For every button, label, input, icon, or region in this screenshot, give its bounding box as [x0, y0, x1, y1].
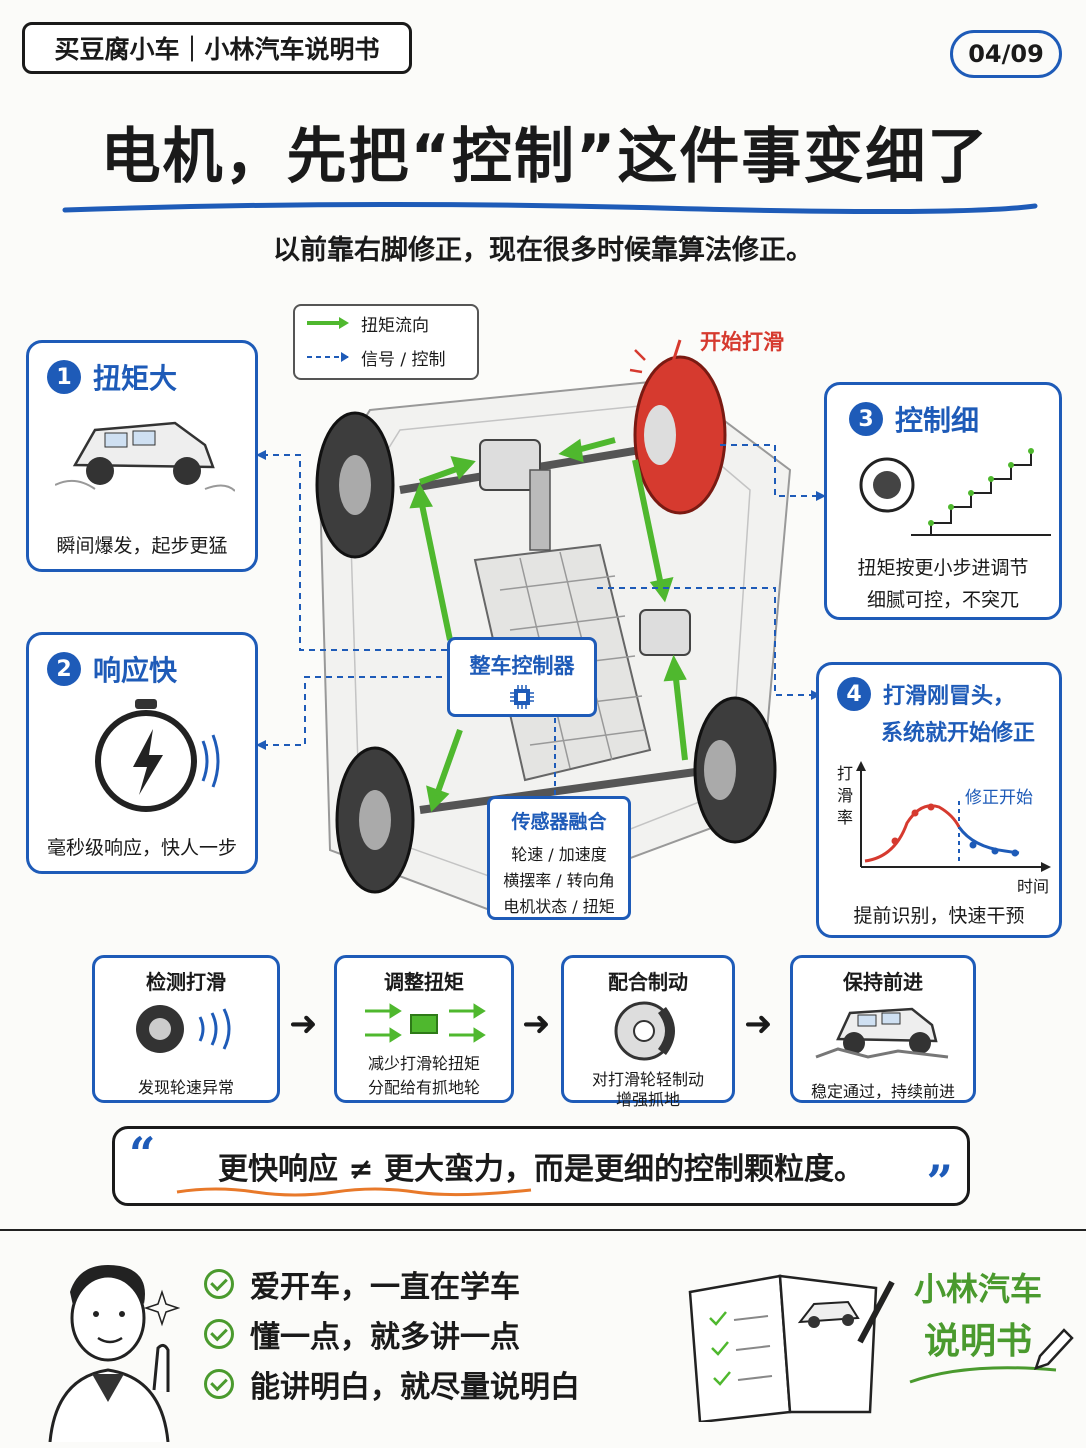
wheel-front-left	[315, 411, 395, 559]
step-title: 检测打滑	[146, 970, 226, 994]
step-caption: 增强抓地	[615, 1090, 680, 1109]
card-torque: 1 扭矩大 瞬间爆发，起步更猛	[26, 340, 258, 572]
quote-open-icon: “	[129, 1127, 156, 1181]
signature-line2: 说明书	[924, 1321, 1033, 1362]
check-circle-icon	[204, 1369, 234, 1399]
bullet-item: 懂一点，就多讲一点	[204, 1312, 520, 1356]
divider	[0, 1229, 1086, 1231]
card-caption: 瞬间爆发，起步更猛	[56, 535, 228, 557]
legend: 扭矩流向 信号 / 控制	[293, 304, 479, 380]
card-title-line2: 系统就开始修正	[881, 721, 1036, 746]
slip-chart-marker-label: 修正开始	[965, 788, 1033, 808]
torque-arrows	[409, 437, 688, 813]
quote-close-icon: ”	[926, 1155, 953, 1209]
vehicle-controller: 整车控制器	[447, 637, 597, 717]
stepped-control-icon	[859, 448, 1051, 536]
step-title: 配合制动	[608, 970, 688, 994]
step-brake-assist: 配合制动 对打滑轮轻制动 增强抓地	[561, 955, 735, 1109]
slip-chart-ylabel: 打 滑 率	[836, 764, 853, 827]
card-caption: 提前识别，快速干预	[853, 905, 1025, 927]
slip-rate-chart	[856, 761, 1051, 872]
bullet-text: 爱开车，一直在学车	[250, 1270, 520, 1305]
legend-signal-label: 信号 / 控制	[361, 349, 446, 370]
slip-chart-xlabel: 时间	[1017, 877, 1050, 896]
bullet-text: 能讲明白，就尽量说明白	[250, 1370, 580, 1405]
arrow-right-icon: ➜	[522, 1004, 551, 1044]
tire-sensor-icon	[136, 1005, 231, 1053]
signal-connectors	[256, 444, 826, 750]
legend-torque-label: 扭矩流向	[361, 315, 429, 336]
sensor-line: 电机状态 / 扭矩	[503, 897, 615, 916]
suv-launch-icon	[54, 421, 236, 492]
controller-label: 整车控制器	[469, 654, 575, 678]
title-underline	[62, 201, 1038, 215]
bullet-text: 懂一点，就多讲一点	[250, 1320, 520, 1355]
card-caption: 细腻可控，不突兀	[866, 589, 1019, 611]
author-avatar	[48, 1265, 180, 1442]
card-number: 4	[837, 677, 871, 711]
page-title: 电机，先把“控制”这件事变细了	[100, 122, 990, 192]
front-motor	[479, 439, 541, 491]
page-subtitle: 以前靠右脚修正，现在很多时候靠算法修正。	[273, 235, 813, 266]
step-caption: 对打滑轮轻制动	[591, 1070, 704, 1089]
step-caption: 稳定通过，持续前进	[810, 1082, 955, 1101]
bullet-item: 爱开车，一直在学车	[204, 1262, 520, 1306]
card-title: 扭矩大	[93, 362, 178, 395]
notebook-icon	[688, 1274, 895, 1422]
brand-tag: 买豆腐小车｜小林汽车说明书	[22, 22, 412, 74]
sensor-line: 轮速 / 加速度	[511, 845, 607, 864]
step-title: 调整扭矩	[384, 970, 464, 994]
bullet-item: 能讲明白，就尽量说明白	[204, 1362, 580, 1406]
sensor-line: 横摆率 / 转向角	[503, 871, 615, 890]
arrow-right-icon: ➜	[289, 1004, 318, 1044]
wheel-rear-right	[693, 696, 777, 844]
chip-icon	[510, 685, 534, 709]
rear-motor	[639, 609, 691, 656]
card-slip-correction: 4 打滑刚冒头， 系统就开始修正 打 滑 率 修正开始 时间 提前识别，快速干预	[816, 662, 1062, 938]
stopwatch-icon	[95, 699, 220, 812]
sensor-fusion-box: 传感器融合 轮速 / 加速度 横摆率 / 转向角 电机状态 / 扭矩	[487, 796, 631, 920]
rear-axle	[419, 766, 711, 814]
card-caption: 毫秒级响应，快人一步	[46, 837, 237, 859]
card-title: 控制细	[895, 404, 980, 437]
slip-label: 开始打滑	[700, 330, 784, 354]
step-keep-moving: 保持前进 稳定通过，持续前进	[790, 955, 976, 1103]
slip-spark-icon	[629, 339, 689, 401]
step-detect-slip: 检测打滑 发现轮速异常	[92, 955, 280, 1103]
check-circle-icon	[204, 1269, 234, 1299]
card-title: 打滑刚冒头，	[883, 684, 1016, 709]
pencil-icon	[1034, 1328, 1074, 1370]
card-number: 2	[47, 652, 81, 686]
wheel-rear-left	[335, 746, 415, 894]
quote-underline	[176, 1187, 532, 1197]
brake-disc-icon	[614, 1001, 675, 1061]
card-control: 3 控制细 扭矩按更小步进调节 细腻可控，不突兀	[824, 382, 1062, 620]
suv-offroad-icon	[815, 1007, 949, 1059]
torque-split-icon	[365, 1003, 486, 1043]
signature-line1: 小林汽车	[914, 1270, 1043, 1308]
brand-text: 买豆腐小车｜小林汽车说明书	[54, 35, 380, 64]
card-number: 3	[849, 402, 883, 436]
legend-signal: 信号 / 控制	[295, 340, 477, 374]
card-title: 响应快	[93, 654, 178, 687]
sensor-title: 传感器融合	[511, 811, 607, 833]
card-caption: 扭矩按更小步进调节	[857, 557, 1029, 579]
step-caption: 发现轮速异常	[137, 1078, 234, 1097]
page-number: 04/09	[950, 30, 1062, 78]
step-adjust-torque: 调整扭矩 减少打滑轮扭矩 分配给有抓地轮	[334, 955, 514, 1103]
card-number: 1	[47, 360, 81, 394]
quote-text: 更快响应 ≠ 更大蛮力，而是更细的控制颗粒度。	[217, 1152, 865, 1187]
step-caption: 分配给有抓地轮	[367, 1078, 480, 1097]
arrow-right-icon: ➜	[744, 1004, 773, 1044]
card-response: 2 响应快 毫秒级响应，快人一步	[26, 632, 258, 874]
page-number-text: 04/09	[968, 40, 1044, 68]
wheel-front-right-slipping	[633, 355, 727, 515]
step-caption: 减少打滑轮扭矩	[367, 1054, 480, 1073]
step-title: 保持前进	[843, 970, 923, 994]
check-circle-icon	[204, 1319, 234, 1349]
legend-torque: 扭矩流向	[295, 306, 477, 340]
